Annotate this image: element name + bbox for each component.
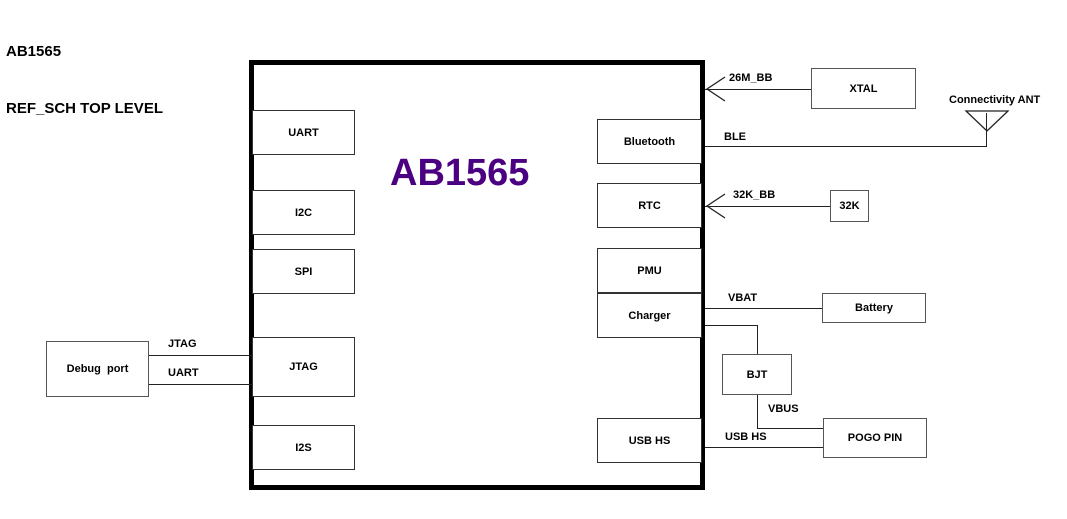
chip-block-spi[interactable]: SPI (252, 249, 355, 294)
net-label-26m-bb: 26M_BB (729, 72, 773, 84)
external-block-pogo-pin[interactable]: POGO PIN (823, 418, 927, 458)
external-block-xtal[interactable]: XTAL (811, 68, 916, 109)
chip-block-uart[interactable]: UART (252, 110, 355, 155)
external-block-bjt[interactable]: BJT (722, 354, 792, 395)
wire-vbat (705, 308, 822, 309)
wire-vbus-h (757, 428, 823, 429)
net-label-ble: BLE (724, 131, 746, 143)
net-label-jtag: JTAG (168, 338, 197, 350)
title-line-1: AB1565 (6, 43, 62, 60)
external-block-32k[interactable]: 32K (830, 190, 869, 222)
wire-usb-hs (705, 447, 823, 448)
net-label-32k-bb: 32K_BB (733, 189, 776, 201)
net-label-usb-hs: USB HS (725, 431, 767, 443)
wire-ble (705, 146, 987, 147)
title-line-2: REF_SCH TOP LEVEL (6, 100, 163, 117)
antenna-icon (964, 110, 1010, 132)
wire-uart (149, 384, 253, 385)
arrowhead-26m-bb (705, 76, 726, 102)
chip-block-i2c[interactable]: I2C (252, 190, 355, 235)
net-label-vbat: VBAT (728, 292, 758, 304)
wire-jtag (149, 355, 253, 356)
external-block-debug-port[interactable]: Debug port (46, 341, 149, 397)
page-title: AB1565 REF_SCH TOP LEVEL (6, 4, 163, 156)
chip-block-usb-hs[interactable]: USB HS (597, 418, 702, 463)
wire-charger-to-bjt-h (705, 325, 757, 326)
antenna-label: Connectivity ANT (949, 94, 1041, 106)
external-block-battery[interactable]: Battery (822, 293, 926, 323)
wire-26m-bb (705, 89, 811, 90)
chip-block-rtc[interactable]: RTC (597, 183, 702, 228)
wire-charger-to-bjt-v (757, 325, 758, 354)
net-label-vbus: VBUS (768, 403, 799, 415)
arrowhead-32k-bb (705, 193, 726, 219)
chip-block-charger[interactable]: Charger (597, 293, 702, 338)
wire-32k-bb (705, 206, 830, 207)
chip-block-bluetooth[interactable]: Bluetooth (597, 119, 702, 164)
chip-block-i2s[interactable]: I2S (252, 425, 355, 470)
chip-label-ab1565: AB1565 (390, 152, 530, 194)
chip-block-pmu[interactable]: PMU (597, 248, 702, 293)
wire-vbus-v (757, 395, 758, 428)
chip-block-jtag[interactable]: JTAG (252, 337, 355, 397)
net-label-uart: UART (168, 367, 199, 379)
